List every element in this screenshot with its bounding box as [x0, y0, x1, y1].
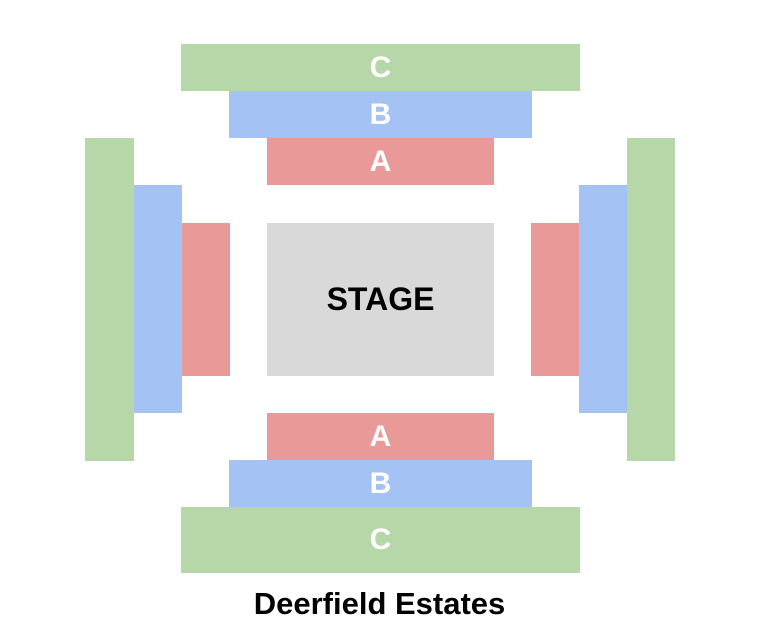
section-label: C: [369, 523, 392, 556]
section-top-c[interactable]: C: [181, 44, 580, 91]
section-right-c[interactable]: [627, 138, 675, 461]
section-label: B: [369, 466, 392, 500]
venue-title: Deerfield Estates: [253, 586, 506, 621]
section-bottom-b[interactable]: B: [229, 460, 532, 507]
stage: STAGE: [267, 223, 494, 376]
section-right-b[interactable]: [579, 185, 627, 413]
section-top-a[interactable]: A: [267, 138, 494, 185]
section-label: B: [369, 97, 392, 131]
section-label: A: [369, 144, 392, 178]
section-left-a[interactable]: [182, 223, 230, 376]
stage-label: STAGE: [326, 281, 435, 317]
section-label: A: [369, 419, 392, 453]
section-right-a[interactable]: [531, 223, 579, 376]
section-left-b[interactable]: [134, 185, 182, 413]
section-left-c[interactable]: [85, 138, 134, 461]
section-label: C: [369, 50, 392, 84]
section-bottom-c[interactable]: C: [181, 507, 580, 573]
section-top-b[interactable]: B: [229, 91, 532, 138]
section-bottom-a[interactable]: A: [267, 413, 494, 460]
